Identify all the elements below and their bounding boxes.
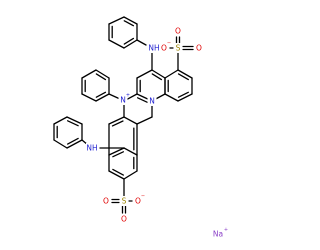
o-bottom-minus-label-bg [133, 196, 143, 206]
s-bottom-label-bg [119, 196, 129, 206]
bond-line-45 [95, 73, 107, 81]
bond-line-20 [136, 116, 153, 125]
o-bottom-minus-label: O [135, 197, 141, 206]
bond-line-72 [66, 116, 83, 125]
bond-line-6 [123, 170, 138, 180]
bond-line-29 [177, 69, 193, 79]
o-bottom-left-label: O [103, 197, 109, 206]
bond-line-68 [53, 139, 68, 149]
bond-line-66 [66, 139, 83, 149]
bond-line-55 [123, 16, 138, 25]
o-bottom-left-label-bg [101, 196, 111, 206]
bond-line-48 [136, 39, 147, 46]
bond-line-43 [81, 69, 97, 79]
bond-line-49 [123, 39, 138, 49]
n-plus-label-charge: + [126, 93, 130, 99]
n-ring-label-bg [147, 96, 157, 106]
bond-line-37 [108, 93, 121, 100]
n-plus-label-bg [118, 95, 128, 105]
sodium-counterion-label: Na [213, 230, 223, 239]
bond-line-54 [108, 16, 125, 25]
s-bottom-label: S [122, 197, 127, 206]
bond-line-34 [164, 93, 179, 102]
bond-line-44 [95, 69, 110, 79]
bond-line-10 [108, 116, 125, 125]
nh-left-label-bg [86, 143, 98, 153]
bond-line-25 [151, 73, 163, 81]
n-plus-label: N [120, 96, 126, 105]
o-top-up-label-bg [173, 26, 183, 36]
bond-line-50 [123, 37, 135, 45]
s-top-label: S [176, 44, 181, 53]
bond-line-32 [177, 93, 193, 102]
bond-line-28 [164, 69, 179, 79]
bond-line-67 [66, 137, 79, 145]
bond-line-11 [111, 120, 124, 127]
o-bottom-down-label-bg [119, 214, 129, 224]
bond-line-56 [123, 20, 135, 27]
bond-line-4 [108, 170, 125, 180]
nh-top-label-bg [148, 43, 160, 53]
s-top-label-bg [173, 43, 183, 53]
bond-line-23 [136, 69, 153, 79]
bond-line-39 [95, 91, 107, 98]
bond-line-73 [66, 120, 79, 127]
bond-line-1 [108, 147, 125, 156]
bond-line-2 [112, 151, 125, 158]
bond-line-24 [151, 69, 166, 79]
bond-line-30 [177, 73, 189, 81]
bond-line-18 [136, 97, 149, 104]
bond-line-38 [95, 93, 110, 102]
bond-line-40 [81, 93, 97, 102]
sodium-counterion-charge: + [224, 227, 228, 233]
o-top-right-label: O [196, 44, 202, 53]
bond-line-33 [177, 91, 189, 98]
bond-line-71 [53, 116, 68, 125]
o-bottom-down-label: O [121, 215, 127, 224]
o-bottom-minus-label-charge: − [141, 194, 145, 200]
o-top-right-label-bg [194, 43, 204, 53]
bond-line-5 [112, 168, 125, 176]
n-ring-label: N [149, 97, 155, 106]
o-top-minus-label-bg [159, 43, 169, 53]
bond-line-51 [108, 39, 125, 49]
o-top-up-label: O [175, 27, 181, 36]
o-top-minus-label: O [161, 44, 167, 53]
nh-top-label: NH [148, 44, 159, 53]
o-top-minus-label-charge: − [167, 41, 171, 47]
bond-lines [53, 16, 194, 214]
bond-line-12 [123, 116, 138, 125]
nh-left-label: NH [86, 144, 97, 153]
bond-line-0 [123, 147, 138, 156]
